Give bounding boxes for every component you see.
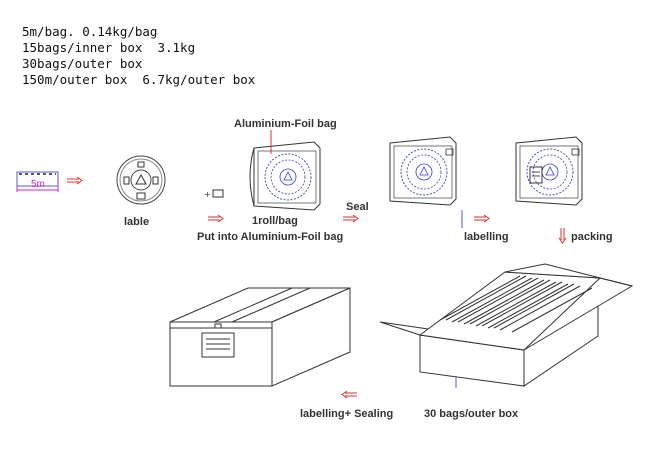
label-labelling-sealing: labelling+ Sealing	[300, 408, 394, 420]
tape-strip	[16, 171, 59, 192]
arrow-down-icon	[558, 228, 567, 244]
label-lable: lable	[124, 216, 150, 228]
arrow-left-icon	[341, 390, 357, 399]
spec-line-2: 15bags/inner box 3.1kg	[22, 40, 196, 55]
aluminium-foil-bag-icon	[249, 141, 321, 211]
label-labelling: labelling	[464, 231, 509, 243]
label-put-into-bag: Put into Aluminium-Foil bag	[197, 231, 344, 243]
sealed-bag-icon	[389, 136, 457, 206]
arrow-right-icon	[343, 214, 359, 223]
label-one-roll-per-bag: 1roll/bag	[252, 215, 298, 227]
arrow-right-icon	[474, 214, 490, 223]
open-outer-box-icon	[379, 263, 634, 387]
label-aluminium-foil-bag: Aluminium-Foil bag	[234, 118, 337, 130]
sealed-outer-box-icon	[169, 287, 351, 387]
label-seal: Seal	[346, 201, 369, 213]
label-sticker-icon: +	[204, 189, 224, 199]
labelled-bag-icon	[515, 136, 583, 206]
label-outer-box-count: 30 bags/outer box	[424, 408, 519, 420]
arrow-right-icon	[67, 176, 83, 185]
arrow-right-icon	[208, 214, 224, 223]
tape-length-label: 5m	[31, 179, 45, 190]
spec-line-1: 5m/bag. 0.14kg/bag	[22, 24, 158, 39]
tape-reel-icon	[116, 155, 166, 205]
spec-line-4: 150m/outer box 6.7kg/outer box	[22, 72, 256, 87]
svg-text:+: +	[204, 190, 211, 199]
spec-line-3: 30bags/outer box	[22, 56, 143, 71]
label-packing: packing	[571, 231, 613, 243]
